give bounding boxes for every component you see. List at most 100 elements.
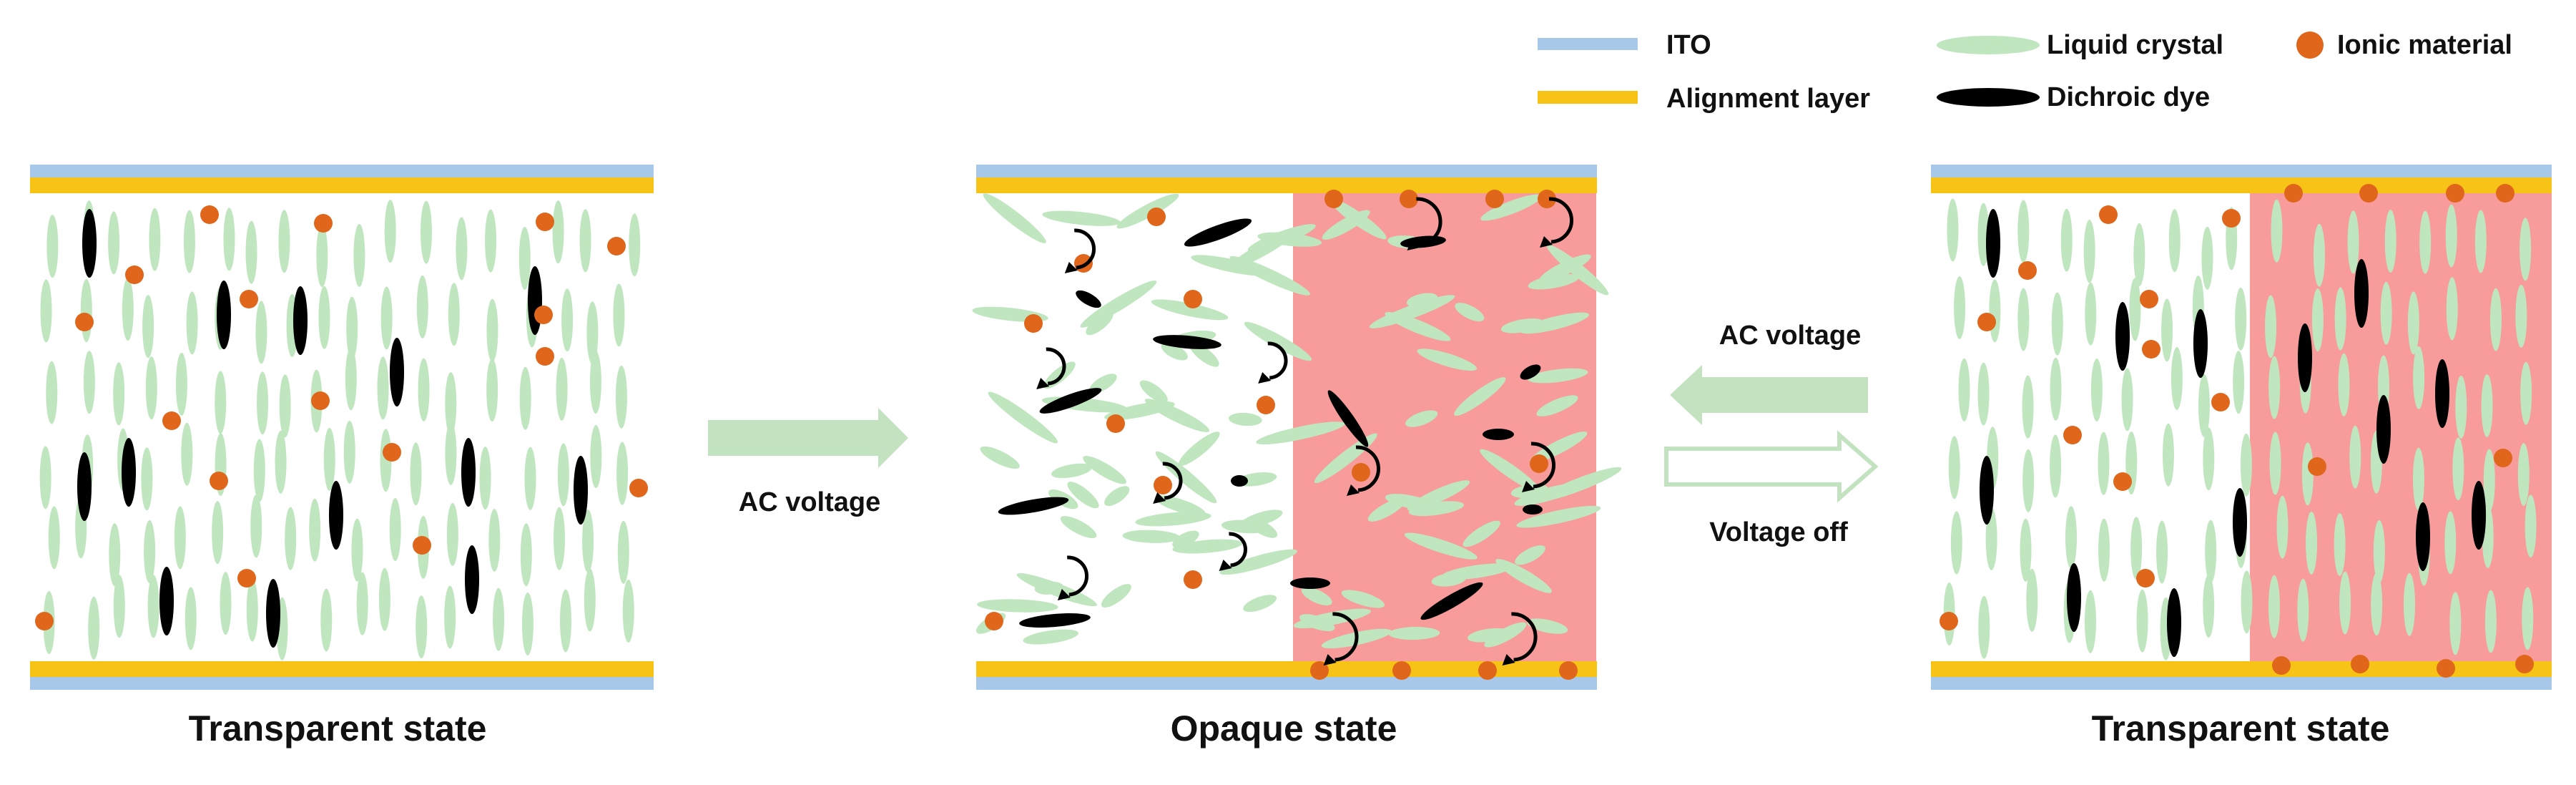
liquid-crystal [1948,436,1960,499]
liquid-crystal [486,359,498,422]
liquid-crystal [615,365,627,429]
liquid-crystal [1179,431,1220,466]
ionic-material [1106,414,1125,433]
liquid-crystal [445,372,457,436]
liquid-crystal [2520,361,2532,425]
liquid-crystal [1500,318,1544,333]
liquid-crystal [250,494,262,558]
liquid-crystal [2156,520,2168,584]
liquid-crystal [1239,509,1283,528]
ionic-material [1400,190,1418,208]
ionic-material [2018,261,2037,280]
dichroic-dye [998,497,1069,515]
liquid-crystal [1116,193,1179,229]
rotation-arrowhead [1502,654,1515,665]
liquid-crystal [2347,210,2359,274]
dichroic-dye [2193,309,2208,378]
right-dichroic-dyes [1980,209,2486,657]
middle-ions [985,190,1578,680]
liquid-crystal [1515,545,1545,565]
rotation-arrow [1067,555,1088,597]
liquid-crystal [144,520,156,583]
liquid-crystal [2445,204,2457,268]
ionic-material [2515,655,2534,673]
liquid-crystal [1299,614,1335,632]
dichroic-dye [528,266,542,335]
liquid-crystal [448,283,460,346]
liquid-crystal [215,371,227,434]
liquid-crystal [1080,281,1157,328]
ionic-material [2496,184,2514,203]
rotation-arrowhead [1540,236,1553,248]
liquid-crystal [2198,374,2210,437]
liquid-crystal [1954,276,1966,339]
liquid-crystal [2050,434,2062,498]
liquid-crystal [622,580,634,643]
rotation-arrow [1530,442,1556,489]
ionic-material [240,290,258,308]
ionic-material [1940,612,1958,630]
liquid-crystal [1135,512,1211,527]
liquid-crystal [109,523,121,587]
panel-right-transparent: Transparent state [1931,165,2552,749]
liquid-crystal [2162,423,2174,487]
legend-alignment-label: Alignment layer [1666,84,1870,114]
dichroic-dye [1076,290,1101,308]
ionic-material [237,569,256,587]
liquid-crystal [1172,530,1199,549]
ionic-material [2446,184,2464,203]
liquid-crystal [556,357,568,421]
liquid-crystal [524,447,536,510]
dichroic-dye [159,567,174,635]
liquid-crystal [1530,431,1588,463]
rotation-arrow [1355,445,1381,492]
liquid-crystal [613,283,625,347]
liquid-crystal [2483,449,2495,512]
liquid-crystal [185,587,197,650]
liquid-crystal [2065,506,2078,570]
liquid-crystal [2129,278,2141,341]
liquid-crystal [88,596,100,660]
liquid-crystal [1977,362,1990,426]
liquid-crystal [141,447,153,511]
liquid-crystal [2515,284,2527,348]
liquid-crystal [223,208,235,271]
liquid-crystal [380,286,393,350]
liquid-crystal [2334,513,2346,577]
rotation-arrow [1416,197,1442,247]
liquid-crystal [108,211,120,275]
reverse-ac-voltage-arrow [1670,365,1868,425]
liquid-crystal [145,356,157,420]
liquid-crystal [285,507,297,570]
right-alignment-top [1931,177,2552,193]
rotation-arrowhead [1219,560,1232,571]
rotation-arrow [1046,347,1066,386]
left-alignment-top [30,177,654,193]
liquid-crystal [48,506,60,570]
dichroic-dye [1039,388,1102,414]
liquid-crystal [2481,374,2493,437]
ionic-material [1977,313,1996,331]
liquid-crystal [122,278,134,341]
liquid-crystal [2271,199,2283,263]
liquid-crystal [147,575,159,638]
rotation-arrow [1162,462,1183,500]
liquid-crystal [2449,592,2462,655]
liquid-crystal [2136,589,2148,653]
liquid-crystal [1244,321,1312,361]
rotation-arrowhead [1407,239,1420,250]
liquid-crystal [2407,291,2419,355]
liquid-crystal [2297,578,2309,642]
ionic-material [1324,190,1343,208]
liquid-crystal [2373,520,2385,583]
liquid-crystal [2334,287,2346,351]
liquid-crystal [589,351,601,414]
liquid-crystal [1407,480,1470,511]
liquid-crystal [1329,198,1387,240]
rotation-arrowhead [1522,481,1535,492]
liquid-crystal [278,210,290,273]
ionic-material [985,612,1003,630]
liquid-crystal [2419,210,2432,274]
dichroic-dye [1986,209,2000,278]
